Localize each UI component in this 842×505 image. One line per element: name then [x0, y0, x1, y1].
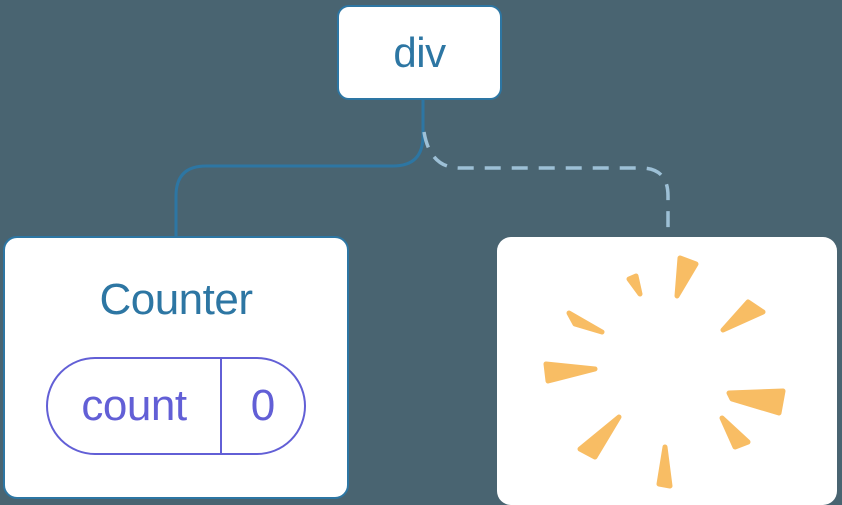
poof-ray: [674, 255, 699, 299]
root-node-label: div: [393, 28, 446, 76]
dashed-connector-line: [422, 131, 670, 238]
poof-ray: [656, 444, 673, 489]
poof-ray: [726, 388, 786, 416]
poof-ray: [566, 310, 605, 335]
poof-ray: [720, 299, 766, 333]
poof-ray: [543, 361, 598, 384]
root-node-div: div: [337, 5, 502, 100]
poof-icon: [543, 255, 786, 489]
poof-ray: [719, 415, 751, 450]
counter-component-card: Counter count 0: [3, 236, 349, 499]
state-key-label: count: [81, 381, 187, 430]
solid-connector-line: [174, 100, 425, 237]
state-pill: count 0: [46, 357, 306, 455]
pill-divider: [220, 359, 222, 453]
poof-ray: [626, 273, 643, 297]
poof-ray: [577, 414, 622, 460]
removed-component-card: [497, 237, 837, 505]
state-value-label: 0: [250, 381, 276, 430]
counter-title: Counter: [99, 275, 253, 324]
